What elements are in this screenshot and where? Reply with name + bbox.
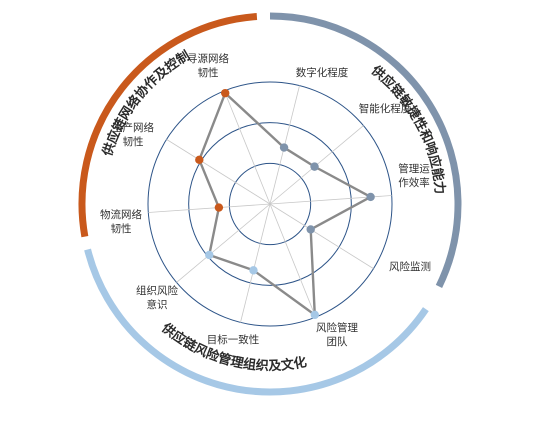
axis-label: 目标一致性 [207,333,260,346]
radar-point [221,88,230,98]
radar-point [306,225,315,234]
axis-label-line: 风险监测 [389,260,431,273]
axis-label: 风险管理团队 [316,321,358,348]
axis-label-line: 团队 [327,335,348,348]
axis-label-line: 作效率 [398,176,430,189]
axis-label: 数字化程度 [296,66,349,79]
axis-label-line: 生产网络 [112,121,154,134]
axis-label-line: 寻源网络 [187,52,229,65]
category-arcs [78,12,462,396]
radar-points [195,88,375,320]
radar-point [310,310,319,320]
axis-label-line: 韧性 [123,135,144,148]
radar-point [249,266,258,275]
axis-label-line: 韧性 [111,222,132,235]
axis-label-line: 管理运 [398,162,430,175]
radar-spoke [148,203,271,213]
radar-spoke [269,203,374,269]
category-arc [78,12,258,238]
radar-ring [228,162,312,246]
radar-point [205,250,214,260]
radar-point [279,143,289,152]
radar-spokes [148,85,392,323]
radar-point [366,192,375,202]
axis-label-line: 目标一致性 [207,333,260,346]
axis-label-line: 韧性 [198,66,219,79]
axis-label: 组织风险意识 [136,284,178,311]
axis-label-line: 组织风险 [136,284,178,297]
axis-labels: 寻源网络韧性数字化程度智能化程度管理运作效率风险监测风险管理团队目标一致性组织风… [100,52,431,348]
radar-spoke [269,203,317,318]
axis-label: 物流网络韧性 [100,208,142,235]
radar-rings [147,81,393,327]
radar-spoke [240,203,271,323]
axis-label: 管理运作效率 [398,162,430,189]
axis-label: 风险监测 [389,260,431,273]
radar-point [310,162,319,171]
radar-ring [188,122,352,286]
axis-label-line: 意识 [147,298,168,311]
radar-series [198,91,372,317]
category-arc [269,12,462,288]
radar-point [195,155,204,165]
axis-label: 生产网络韧性 [112,121,154,148]
axis-label-line: 智能化程度 [359,102,412,115]
radar-spoke [223,90,271,205]
radar-spoke [176,203,271,283]
radar-point [214,203,224,212]
axis-label-line: 物流网络 [100,208,142,221]
category-arc [84,248,429,396]
axis-label-line: 数字化程度 [296,66,349,79]
axis-label: 智能化程度 [359,102,412,115]
radar-series-line [198,91,372,317]
axis-label: 寻源网络韧性 [187,52,229,79]
radar-ring [147,81,393,327]
axis-label-line: 风险管理 [316,321,358,334]
radar-spoke [166,139,271,205]
